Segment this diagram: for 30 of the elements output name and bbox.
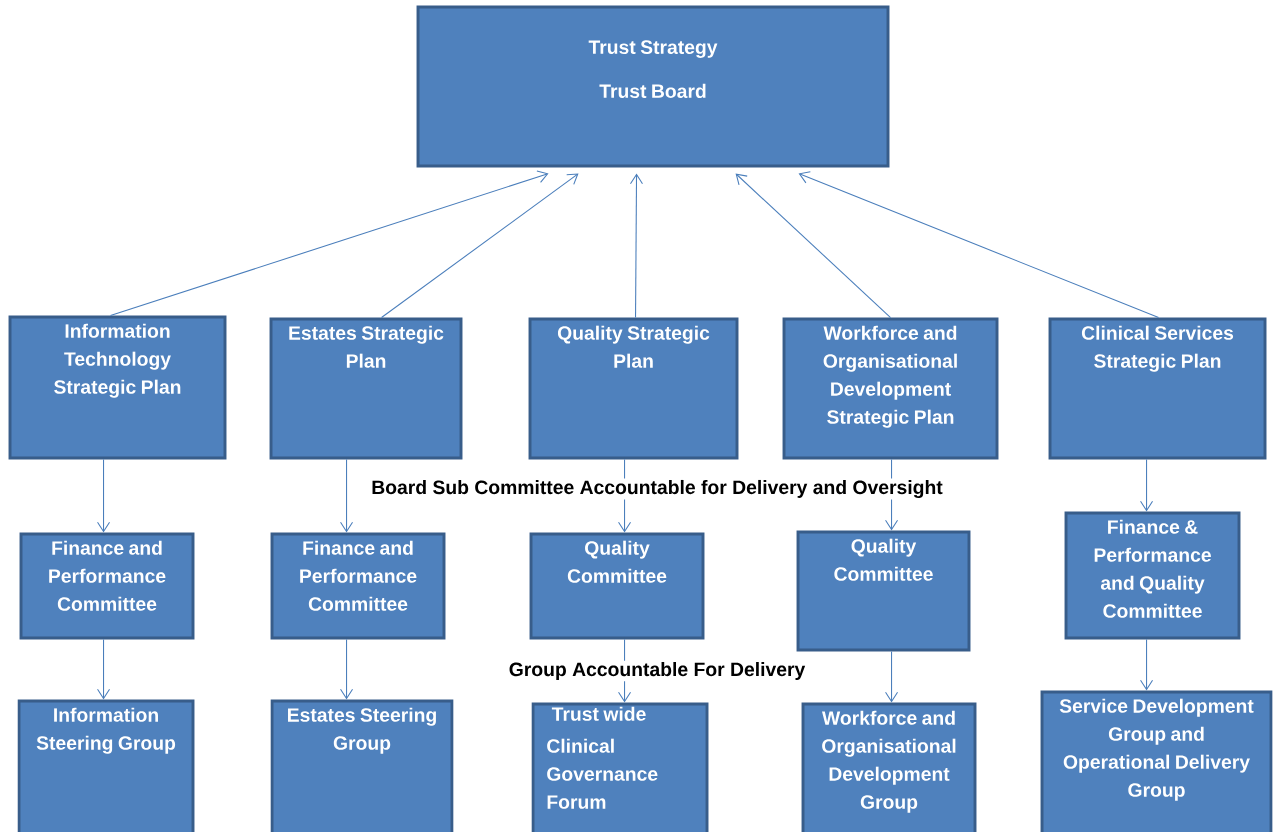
arrow [340, 638, 354, 700]
group-box: Estates Steering Group [270, 699, 454, 832]
committee-box: Quality Committee [529, 532, 705, 640]
arrow [1140, 458, 1154, 512]
plan-box: Estates Strategic Plan [269, 317, 463, 460]
group-box: Service Development Group and Operational Delivery Group [1040, 690, 1273, 832]
plan-box: Clinical Services Strategic Plan [1048, 317, 1267, 460]
group-box: Workforce and Organisational Development Group [801, 702, 977, 832]
arrow [381, 173, 579, 319]
group-box: Trust wide Clinical Governance Forum [531, 702, 709, 832]
committee-box: Finance & Performance and Quality Committee [1064, 511, 1241, 640]
arrow [97, 638, 111, 700]
arrow [798, 171, 1160, 319]
arrow [885, 650, 899, 703]
plan-box: Workforce and Organisational Development Strategic Plan [782, 317, 999, 460]
arrow [629, 173, 643, 319]
arrow [1140, 638, 1154, 691]
level-heading: Board Sub Committee Accountable for Delivery and Oversight [369, 478, 945, 500]
committee-box: Quality Committee [796, 530, 971, 652]
arrow [110, 170, 549, 317]
arrow [97, 458, 111, 533]
plan-box: Information Technology Strategic Plan [8, 315, 227, 460]
board-box: Trust Strategy Trust Board [416, 5, 890, 168]
plan-box: Quality Strategic Plan [528, 317, 739, 460]
arrow [735, 173, 892, 319]
level-heading: Group Accountable For Delivery [507, 660, 807, 682]
committee-box: Finance and Performance Committee [19, 532, 195, 640]
committee-box: Finance and Performance Committee [270, 532, 446, 640]
arrow [340, 458, 354, 533]
group-box: Information Steering Group [17, 699, 195, 832]
